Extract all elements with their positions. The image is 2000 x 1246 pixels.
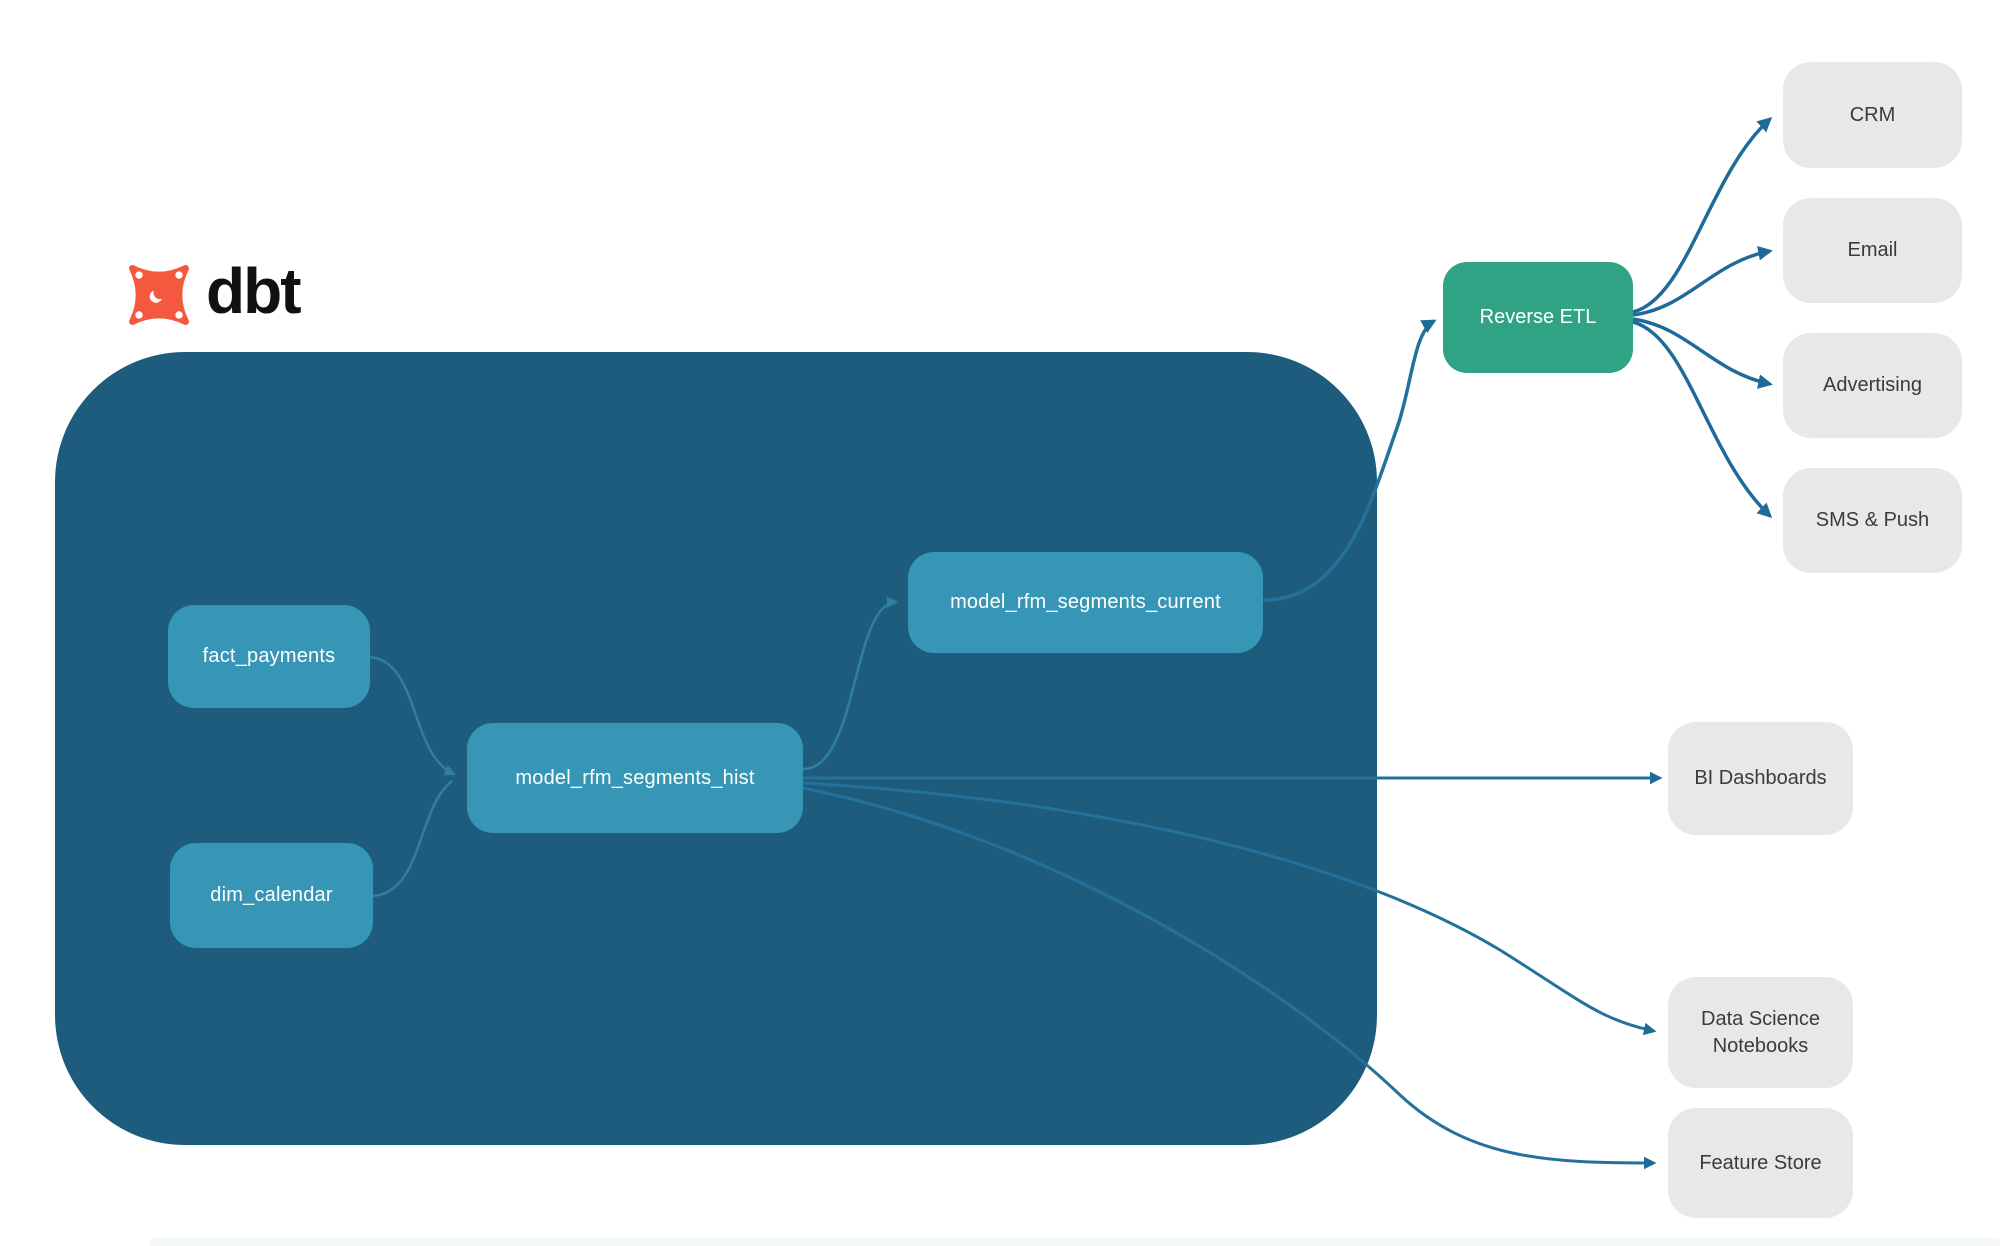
node-label: BI Dashboards xyxy=(1694,767,1827,789)
node-bi-dashboards: BI Dashboards xyxy=(1668,722,1853,835)
node-label: model_rfm_segments_current xyxy=(950,591,1221,613)
node-fact-payments: fact_payments xyxy=(168,605,370,708)
node-dim-calendar: dim_calendar xyxy=(170,843,373,948)
dbt-logo: dbt xyxy=(122,255,301,332)
node-label: dim_calendar xyxy=(210,884,333,906)
node-label: Reverse ETL xyxy=(1479,306,1597,328)
edge-reverse-etl-to-advertising xyxy=(1632,317,1773,389)
node-label: Email xyxy=(1847,239,1898,261)
node-sms-push: SMS & Push xyxy=(1783,468,1962,573)
dbt-star-icon xyxy=(122,258,196,332)
edge-reverse-etl-to-sms-push xyxy=(1632,320,1773,519)
node-advertising: Advertising xyxy=(1783,333,1962,438)
node-label: CRM xyxy=(1849,103,1896,126)
node-label: SMS & Push xyxy=(1815,509,1930,531)
node-reverse-etl: Reverse ETL xyxy=(1443,262,1633,373)
dbt-wordmark: dbt xyxy=(206,255,301,327)
edge-reverse-etl-to-email xyxy=(1632,245,1773,317)
node-data-science-notebooks: Data Science Notebooks xyxy=(1668,977,1853,1088)
node-label: fact_payments xyxy=(202,645,336,667)
node-label: Feature Store xyxy=(1699,1151,1822,1174)
node-label: Advertising xyxy=(1823,374,1922,396)
node-model-rfm-segments-hist: model_rfm_segments_hist xyxy=(467,723,803,833)
node-crm: CRM xyxy=(1783,62,1962,168)
node-label: model_rfm_segments_hist xyxy=(515,766,755,789)
node-label: Data Science Notebooks xyxy=(1701,1007,1820,1057)
edge-reverse-etl-to-crm xyxy=(1632,117,1773,314)
bottom-edge-band xyxy=(150,1238,2000,1246)
node-feature-store: Feature Store xyxy=(1668,1108,1853,1218)
node-model-rfm-segments-current: model_rfm_segments_current xyxy=(908,552,1263,653)
node-email: Email xyxy=(1783,198,1962,303)
